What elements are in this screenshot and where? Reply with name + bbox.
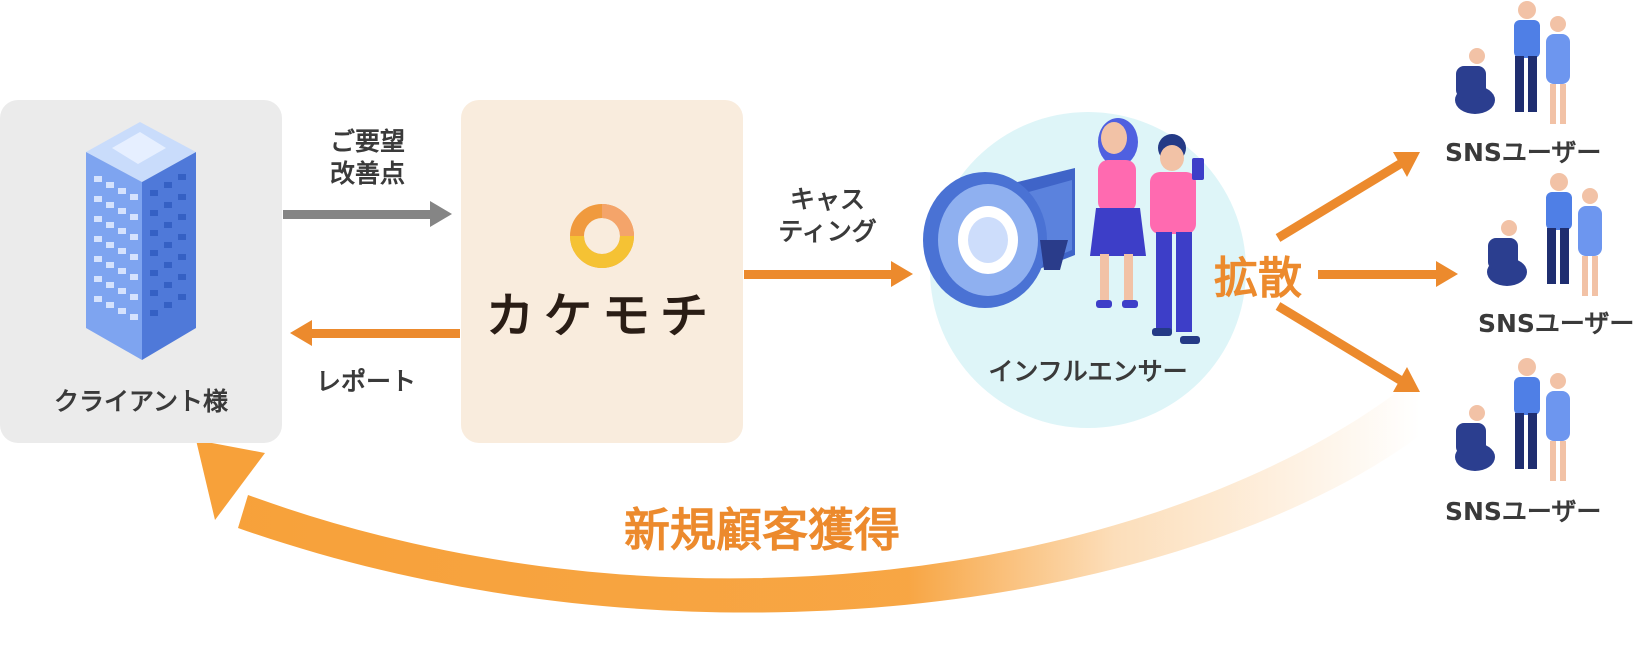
casting-label-line1: キャス <box>789 185 865 214</box>
influencer-label: インフルエンサー <box>988 357 1188 386</box>
kakemochi-logo-text: カケモチ <box>485 288 718 344</box>
sns-user-label-1: SNSユーザー <box>1445 138 1602 167</box>
report-label: レポート <box>316 367 417 396</box>
request-label-line2: 改善点 <box>329 159 405 188</box>
client-box: クライアント様 <box>0 100 282 443</box>
acquisition-label: 新規顧客獲得 <box>624 503 900 557</box>
acquisition-curve-body <box>238 370 1440 613</box>
acquisition-arrowhead <box>196 440 265 520</box>
sns-user-label-2: SNSユーザー <box>1478 309 1635 338</box>
client-label: クライアント様 <box>53 387 228 416</box>
sns-user-label-3: SNSユーザー <box>1445 497 1602 526</box>
casting-label-line2: ティング <box>778 217 877 246</box>
request-label-line1: ご要望 <box>329 127 405 156</box>
building-icon <box>86 122 196 360</box>
spread-label: 拡散 <box>1214 253 1302 304</box>
kakemochi-logo-icon <box>570 204 634 268</box>
kakemochi-box: カケモチ <box>461 100 743 443</box>
